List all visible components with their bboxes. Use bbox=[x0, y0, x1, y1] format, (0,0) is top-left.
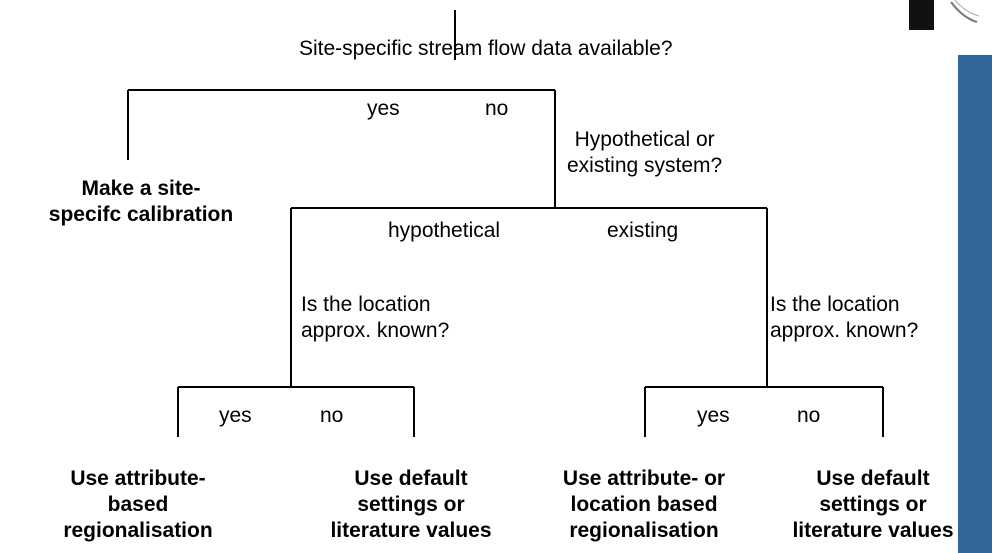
branch-2-existing-label: existing bbox=[607, 219, 679, 242]
question-system-type: Hypothetical or existing system? bbox=[567, 128, 723, 177]
outcome-attribute-regionalisation: Use attribute- based regionalisation bbox=[63, 467, 213, 542]
seal-icon bbox=[950, 0, 979, 23]
question-stream-flow: Site-specific stream flow data available… bbox=[299, 37, 673, 60]
branch-3-left-no-label: no bbox=[320, 404, 344, 427]
outcome-default-settings-left: Use default settings or literature value… bbox=[330, 467, 492, 542]
institute-logo bbox=[909, 0, 934, 30]
branch-3-right-no-label: no bbox=[797, 404, 821, 427]
branch-1-yes-label: yes bbox=[367, 97, 400, 120]
question-location-left: Is the location approx. known? bbox=[301, 293, 450, 342]
branch-3-left-yes-label: yes bbox=[219, 404, 252, 427]
outcome-attribute-location-regionalisation: Use attribute- or location based regiona… bbox=[562, 467, 726, 542]
question-location-right: Is the location approx. known? bbox=[770, 293, 919, 342]
branch-1-no-label: no bbox=[485, 97, 509, 120]
side-panel bbox=[958, 55, 992, 553]
outcome-default-settings-right: Use default settings or literature value… bbox=[792, 467, 954, 542]
branch-3-right-yes-label: yes bbox=[697, 404, 730, 427]
outcome-site-calibration: Make a site- specifc calibration bbox=[48, 177, 234, 226]
branch-2-hypothetical-label: hypothetical bbox=[388, 219, 501, 242]
